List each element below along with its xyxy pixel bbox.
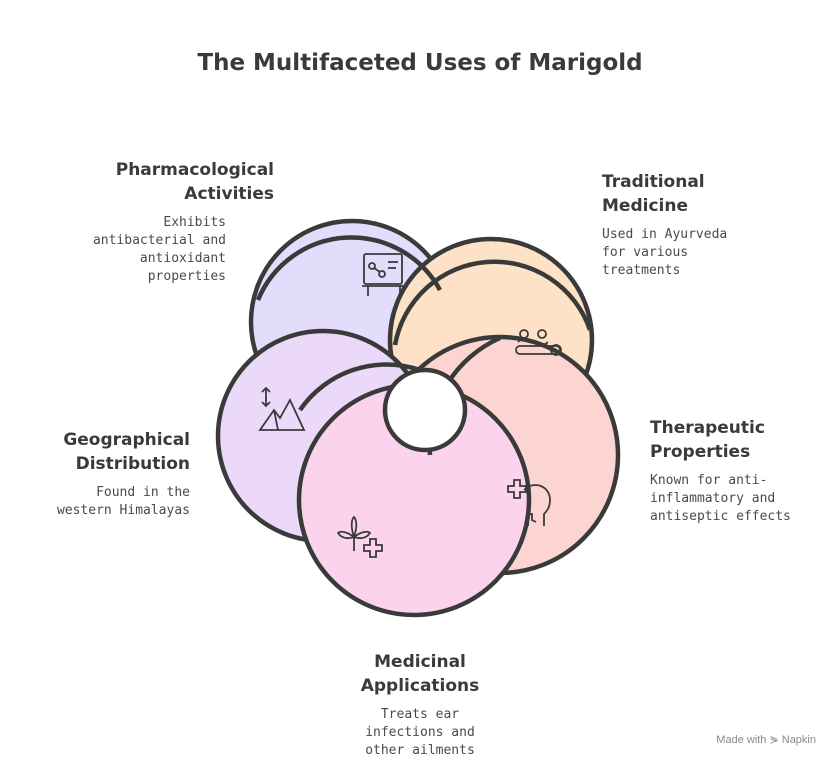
pharmacological-heading: Pharmacological Activities [115,160,274,204]
pharmacological-description: Exhibits antibacterial and antioxidant p… [92,215,226,284]
massage-therapy-icon [515,329,562,356]
label-geographical: Geographical Distribution Found in the w… [20,428,190,520]
napkin-watermark: Made with ⋟ Napkin [716,734,816,746]
label-therapeutic: Therapeutic Properties Known for anti- i… [650,416,830,526]
label-traditional: Traditional Medicine Used in Ayurveda fo… [602,170,802,280]
mountain-elevation-icon [258,386,306,431]
lab-equipment-icon [362,253,406,296]
geographical-description: Found in the western Himalayas [56,485,190,518]
center-hole [382,367,468,453]
medicinal-description: Treats ear infections and other ailments [365,707,475,758]
diagram-title: The Multifaceted Uses of Marigold [197,50,643,76]
mental-health-icon [507,479,551,526]
medicinal-heading: Medicinal Applications [360,652,480,696]
traditional-heading: Traditional Medicine [602,172,705,216]
geographical-heading: Geographical Distribution [63,430,190,474]
medical-cannabis-icon [336,515,383,558]
label-pharmacological: Pharmacological Activities Exhibits anti… [40,158,274,286]
therapeutic-heading: Therapeutic Properties [650,418,765,462]
therapeutic-description: Known for anti- inflammatory and antisep… [650,473,791,524]
label-medicinal: Medicinal Applications Treats ear infect… [310,650,530,760]
traditional-description: Used in Ayurveda for various treatments [602,227,728,278]
